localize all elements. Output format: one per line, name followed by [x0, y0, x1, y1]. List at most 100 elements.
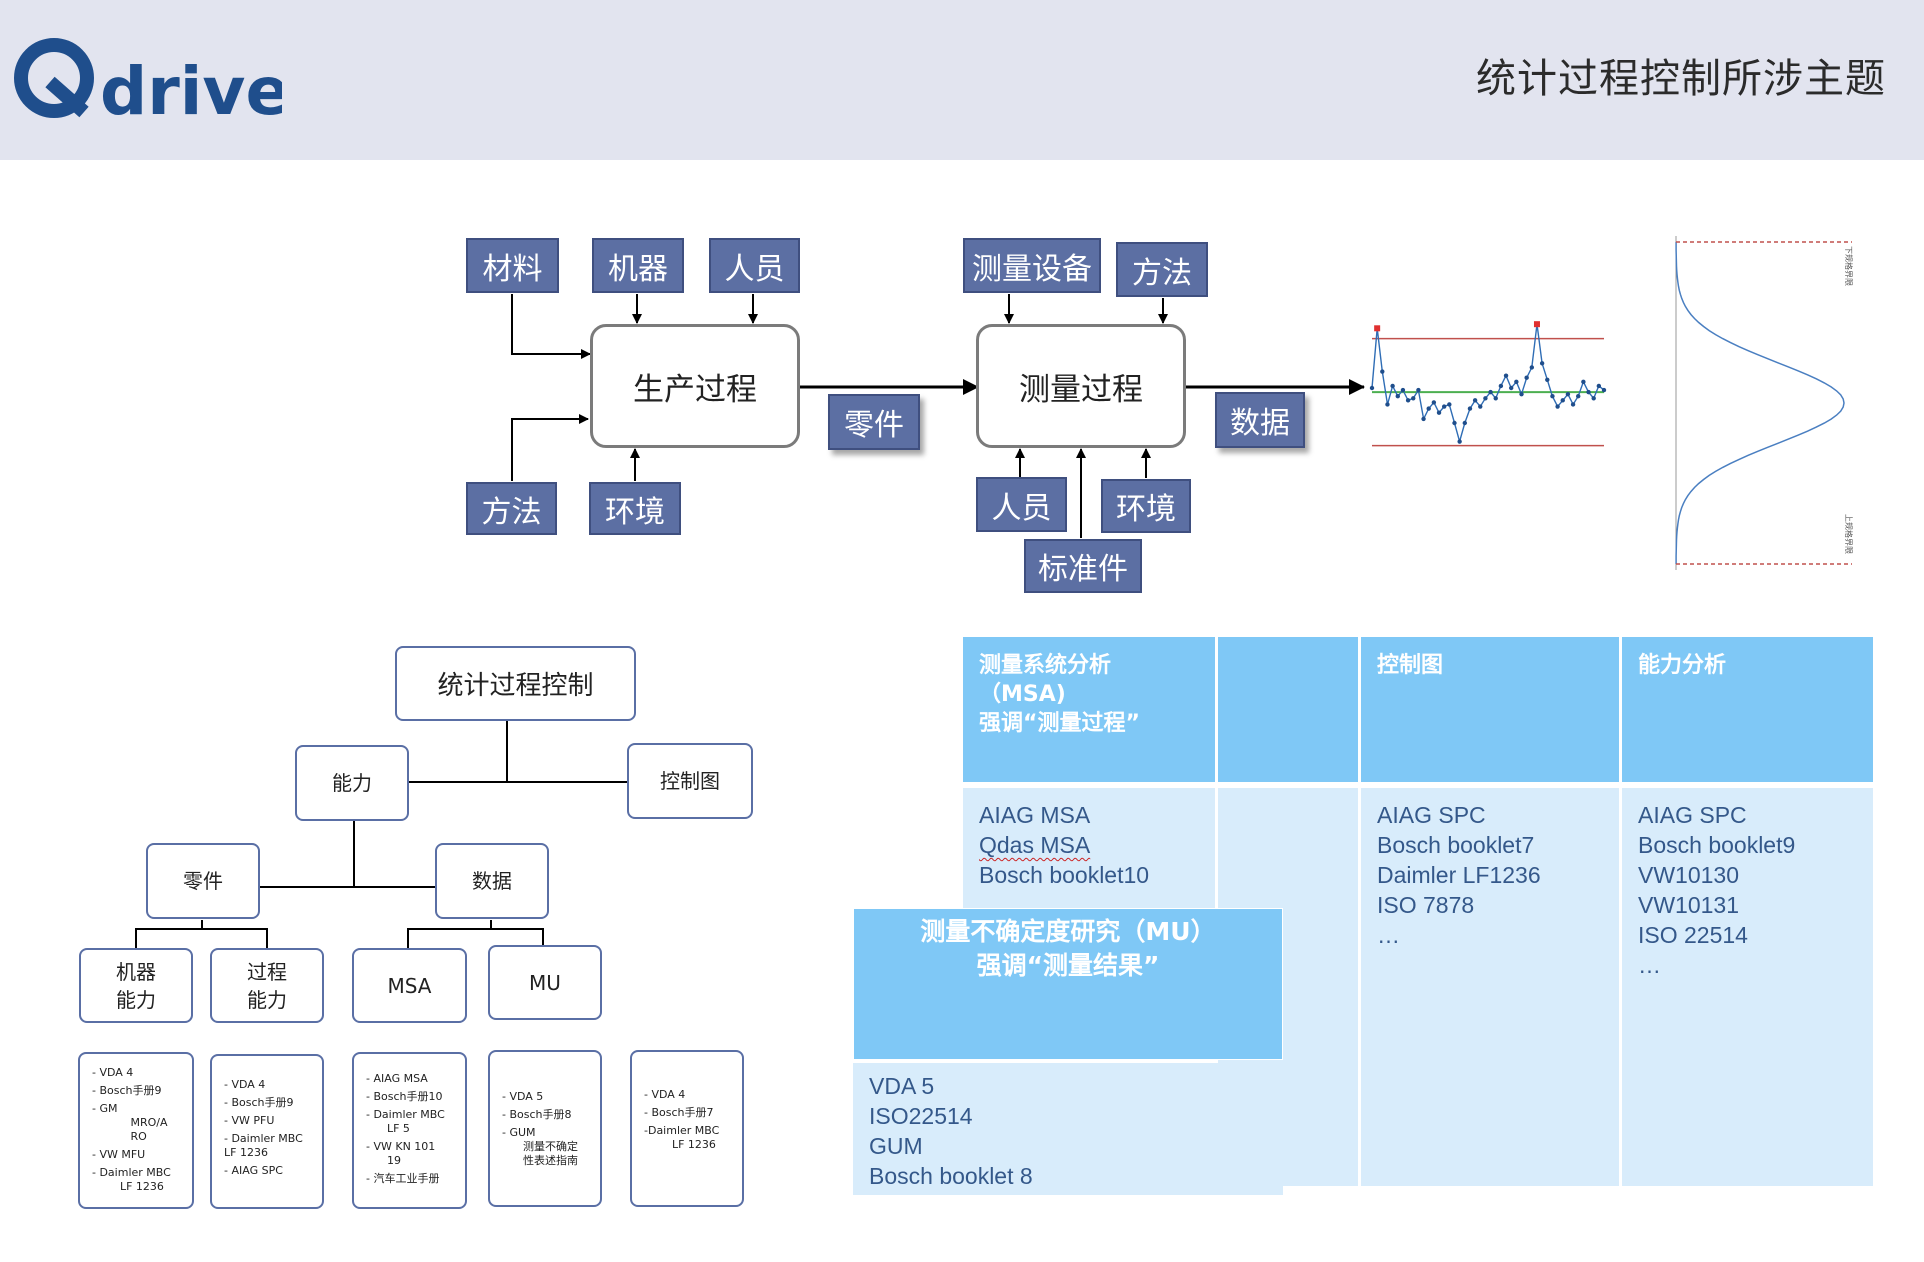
- data-point: [1570, 402, 1576, 407]
- ref-item: - 汽车工业手册: [366, 1172, 440, 1185]
- ref-item: - Bosch手册9: [92, 1084, 162, 1097]
- input-environment: 环境: [589, 482, 681, 535]
- distribution-curve: [1675, 242, 1845, 564]
- table-body-control-chart: AIAG SPC Bosch booklet7 Daimler LF1236 I…: [1361, 788, 1619, 1186]
- ref-item: - Bosch手册9: [224, 1096, 294, 1109]
- ref-box-msa: - AIAG MSA - Bosch手册10 - Daimler MBC LF …: [352, 1052, 467, 1209]
- ref-item: LF 1236: [644, 1138, 716, 1151]
- ref-item: - VDA 4: [92, 1066, 134, 1079]
- process-capability-line1: 过程: [247, 959, 287, 984]
- data-point: [1565, 391, 1571, 397]
- data-point: [1478, 404, 1483, 409]
- control-item: Daimler LF1236: [1377, 862, 1541, 888]
- ref-item: - AIAG SPC: [224, 1164, 283, 1177]
- capability-item: AIAG SPC: [1638, 802, 1747, 828]
- capability-item: ISO 22514: [1638, 922, 1748, 948]
- data-point: [1472, 398, 1478, 403]
- ref-item: -Daimler MBC: [644, 1124, 720, 1137]
- tree-msa: MSA: [352, 948, 467, 1023]
- msa-header-line1: 测量系统分析: [979, 653, 1112, 678]
- msa-item: Bosch booklet10: [979, 862, 1150, 888]
- input-method: 方法: [466, 482, 557, 535]
- tree-capability: 能力: [295, 745, 409, 821]
- data-point: [1411, 396, 1416, 401]
- tree-machine-capability: 机器能力: [79, 948, 193, 1023]
- ref-item: 19: [366, 1154, 401, 1167]
- out-of-control-point: [1533, 321, 1540, 328]
- input-standard-part: 标准件: [1024, 539, 1142, 593]
- data-point: [1550, 394, 1555, 399]
- ref-item: 测量不确定: [502, 1140, 578, 1153]
- output-data: 数据: [1215, 392, 1305, 448]
- data-point: [1452, 420, 1457, 426]
- data-point: [1441, 404, 1447, 409]
- ref-item: - VDA 4: [644, 1088, 686, 1101]
- control-header-text: 控制图: [1377, 653, 1444, 678]
- process-capability-line2: 能力: [247, 987, 287, 1012]
- ref-item: - Daimler MBC: [224, 1132, 303, 1145]
- data-point: [1524, 375, 1529, 380]
- tree-parts: 零件: [146, 843, 260, 919]
- control-item: AIAG SPC: [1377, 802, 1486, 828]
- data-point: [1488, 389, 1493, 395]
- data-point: [1380, 369, 1385, 374]
- data-point: [1529, 365, 1535, 370]
- input-measurement-method: 方法: [1116, 242, 1208, 297]
- qdrive-logo: drive: [14, 38, 282, 126]
- logo-q-ring: [14, 38, 94, 118]
- input-material: 材料: [466, 238, 559, 293]
- data-point: [1601, 387, 1607, 393]
- data-point: [1586, 389, 1591, 395]
- ref-item: - GUM: [502, 1126, 536, 1139]
- mu-item: GUM: [869, 1133, 923, 1159]
- data-point: [1514, 379, 1519, 385]
- upper-spec-limit-label: 上规格界限: [1844, 514, 1854, 554]
- capability-item: …: [1638, 952, 1661, 978]
- ref-item: - VDA 4: [224, 1078, 266, 1091]
- data-point: [1539, 361, 1545, 366]
- ref-item: LF 1236: [224, 1146, 268, 1159]
- logo-q-tail: [45, 76, 89, 118]
- data-point: [1462, 420, 1467, 426]
- ref-box-process-capability: - VDA 4 - Bosch手册9 - VW PFU - Daimler MB…: [210, 1054, 324, 1209]
- ref-item: - Daimler MBC: [92, 1166, 171, 1179]
- lower-spec-limit-label: 下规格界限: [1844, 246, 1854, 286]
- machine-capability-line1: 机器: [116, 959, 156, 984]
- msa-header-line3: 强调“测量过程”: [979, 711, 1140, 736]
- data-point: [1416, 387, 1421, 393]
- logo-text: drive: [100, 53, 282, 126]
- ref-item: LF 1236: [92, 1180, 164, 1193]
- data-point: [1447, 402, 1452, 407]
- table-body-capability: AIAG SPC Bosch booklet9 VW10130 VW10131 …: [1622, 788, 1873, 1186]
- data-point: [1545, 377, 1550, 382]
- ref-item: - Bosch手册10: [366, 1090, 443, 1103]
- table-body-mu: VDA 5 ISO22514 GUM Bosch booklet 8: [853, 1063, 1283, 1195]
- data-point: [1390, 383, 1395, 389]
- data-point: [1431, 400, 1437, 405]
- data-point: [1426, 406, 1431, 411]
- data-point: [1467, 406, 1473, 411]
- data-point: [1591, 396, 1596, 401]
- ref-item: RO: [92, 1130, 147, 1143]
- ref-item: LF 5: [366, 1122, 410, 1135]
- ref-box-control-chart: - VDA 4 - Bosch手册7 -Daimler MBC LF 1236: [630, 1050, 744, 1207]
- mu-item: ISO22514: [869, 1103, 973, 1129]
- ref-item: - VW PFU: [224, 1114, 275, 1127]
- data-point: [1596, 383, 1602, 389]
- data-point: [1457, 439, 1462, 444]
- data-point: [1498, 383, 1504, 389]
- input-people: 人员: [709, 238, 800, 293]
- msa-header-line2: （MSA): [979, 682, 1066, 707]
- tree-control-chart: 控制图: [627, 743, 753, 819]
- ref-box-machine-capability: - VDA 4 - Bosch手册9 - GM MRO/A RO - VW MF…: [78, 1052, 194, 1209]
- data-point: [1509, 385, 1514, 391]
- data-point: [1555, 404, 1560, 409]
- control-item: …: [1377, 922, 1400, 948]
- tree-root-spc: 统计过程控制: [395, 646, 636, 721]
- machine-capability-line2: 能力: [116, 987, 156, 1012]
- data-point: [1503, 373, 1509, 378]
- msa-item: Qdas MSA: [979, 832, 1091, 858]
- data-point: [1576, 394, 1581, 399]
